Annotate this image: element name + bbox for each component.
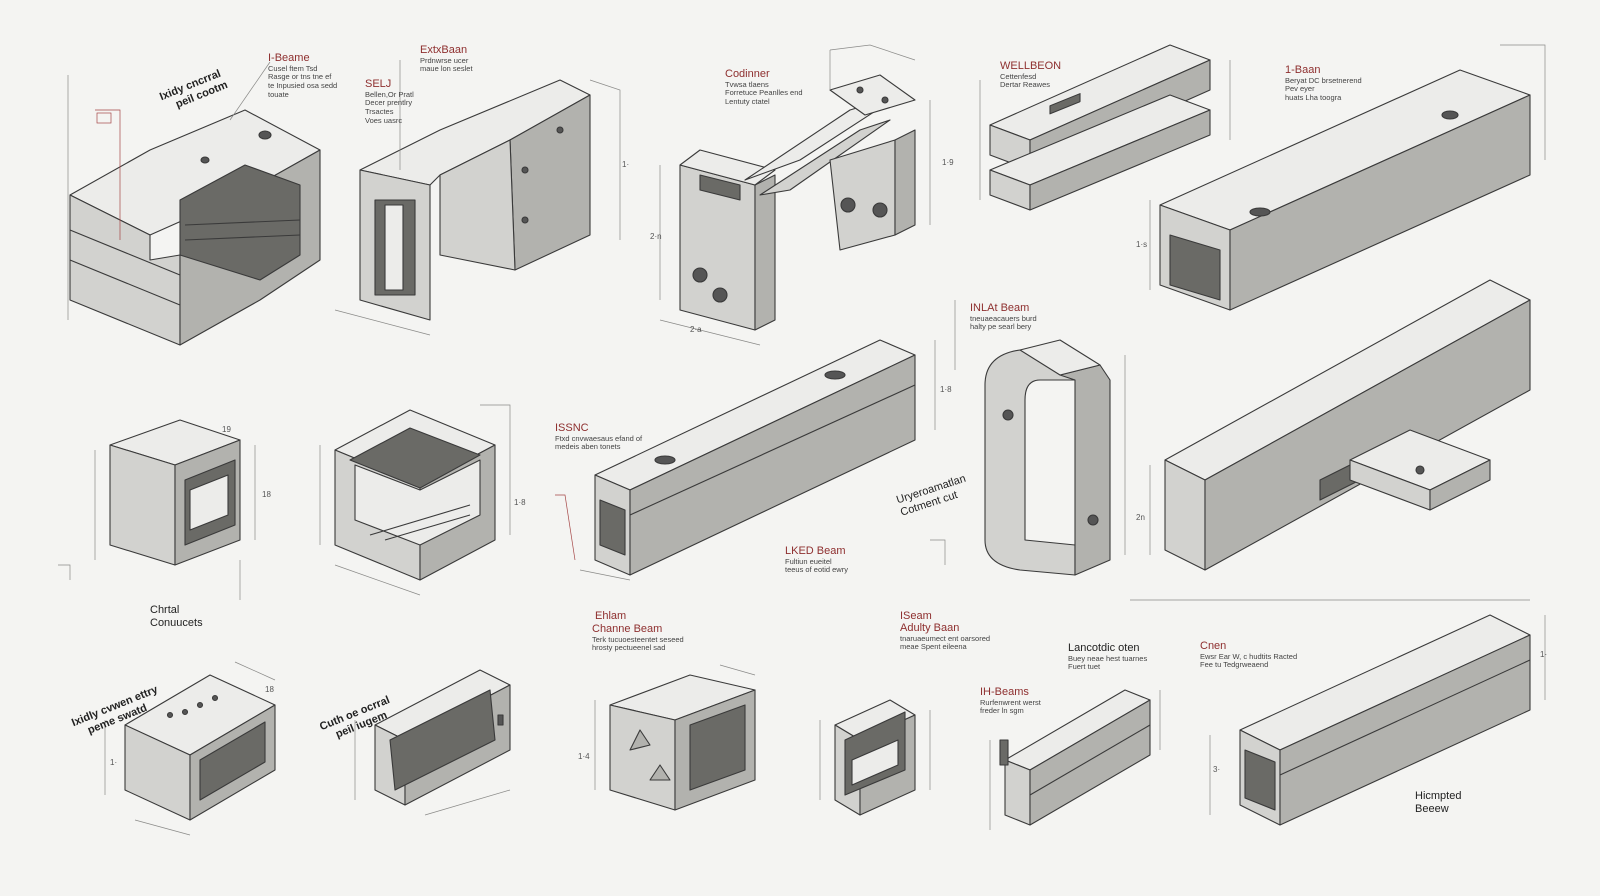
dimension-lines-b	[334, 60, 621, 336]
figure-flanged-beam	[999, 689, 1151, 826]
dim-text-6: 1·8	[940, 385, 952, 394]
label-chrtal: Chrtal Conuucets	[150, 604, 203, 629]
dim-text-11: 18	[265, 685, 274, 694]
figure-open-tray	[334, 409, 496, 581]
figure-rounded-beam	[1239, 614, 1531, 826]
figure-u-bracket	[984, 339, 1111, 576]
label-wellbeon: WELLBEON Cettenfesd Dertar Reawes	[1000, 60, 1062, 90]
dim-text-2: 1·9	[942, 158, 954, 167]
dim-text-13: 1·4	[578, 752, 590, 761]
label-ibean: 1-Baan Beryat DC brsetnerend Pev eyer hu…	[1285, 64, 1362, 102]
dimension-lines-e	[1149, 44, 1546, 290]
dimension-lines-f	[58, 445, 256, 600]
dim-text-14: 1·	[1540, 650, 1548, 659]
figure-tray-channel	[374, 669, 511, 806]
label-isbeam: ISeam	[900, 610, 932, 622]
dim-text-12: 1·	[110, 758, 118, 767]
figure-box-channel	[109, 419, 241, 566]
label-hllat: INLAt Beam tneuaeacauers burd halty pe s…	[970, 302, 1037, 332]
dim-text-15: 3·	[1213, 765, 1221, 774]
figure-long-beam-2	[1164, 279, 1531, 571]
dim-text-9: 2n	[1136, 513, 1145, 522]
dimension-lines-a	[67, 61, 271, 320]
label-channe: Channe Beam Terk tucuoesteentet seseed h…	[592, 623, 684, 653]
dimension-lines-d	[979, 60, 1231, 200]
dim-text-1: 1·	[622, 160, 630, 169]
figure-perforated-box	[124, 674, 276, 821]
dim-text-7: 19	[222, 425, 231, 434]
dimension-lines-j	[1130, 465, 1530, 601]
label-ihbeams: IH-Beams Rurfenwrent werst freder ln sgm	[980, 686, 1041, 716]
figure-small-bracket	[834, 699, 916, 816]
label-extbeam: ExtxBaan Prdnwrse ucer maue lon seslet	[420, 44, 473, 74]
dim-text-8: 18	[262, 490, 271, 499]
dimension-lines-o	[989, 690, 1161, 830]
label-adulty: Adulty Baan tnaruaeumect ent oarsored me…	[900, 622, 991, 652]
dimension-lines-k	[104, 661, 276, 836]
dimension-lines-h	[555, 340, 936, 581]
dimension-lines-p	[1209, 615, 1546, 815]
figure-u-frame	[359, 79, 591, 321]
label-lked: LKED Beam Fultiun eueitel teeus of eotid…	[785, 545, 848, 575]
label-lancot: Lancotdic oten Buey neae hest tuarnes Fu…	[1068, 642, 1148, 672]
label-selj: SELJ Bellen,Or Pratl Decer prentlry Trsa…	[365, 78, 414, 125]
figure-portal-frame	[679, 74, 916, 331]
dim-text-10: 1·8	[514, 498, 526, 507]
dimension-lines-g	[319, 404, 511, 596]
dimension-lines-c	[659, 44, 931, 346]
figure-wellbeon-beam	[989, 44, 1211, 211]
dimension-lines-n	[819, 710, 931, 800]
label-hicmpted: Hicmpted Beeew	[1415, 790, 1462, 815]
dimension-lines-m	[594, 664, 756, 790]
dimension-lines-l	[354, 720, 511, 816]
label-ehlam: Ehlam	[595, 610, 627, 622]
dim-text-5: 1·s	[1136, 240, 1148, 249]
label-ibeame: I-Beame Cusel ftem Tsd Rasge or tns tne …	[268, 52, 338, 99]
figure-channel-beam	[594, 339, 916, 576]
dim-text-4: 2·a	[690, 325, 702, 334]
figure-stepped-ibeam	[69, 109, 321, 346]
dimension-lines-i	[930, 300, 1126, 565]
dim-text-3: 2·n	[650, 232, 662, 241]
figure-long-beam-1	[1159, 69, 1531, 311]
figure-notched-block	[609, 674, 756, 811]
label-cnen: Cnen Ewsr Ear W, c hudtits Racted Fee tu…	[1200, 640, 1298, 670]
label-codinner: Codinner Tvwsa tlaens Forretuce Peanlles…	[725, 68, 803, 106]
label-issnc: ISSNC Ftxd cnvwaesaus efand of medeis ab…	[555, 422, 643, 452]
